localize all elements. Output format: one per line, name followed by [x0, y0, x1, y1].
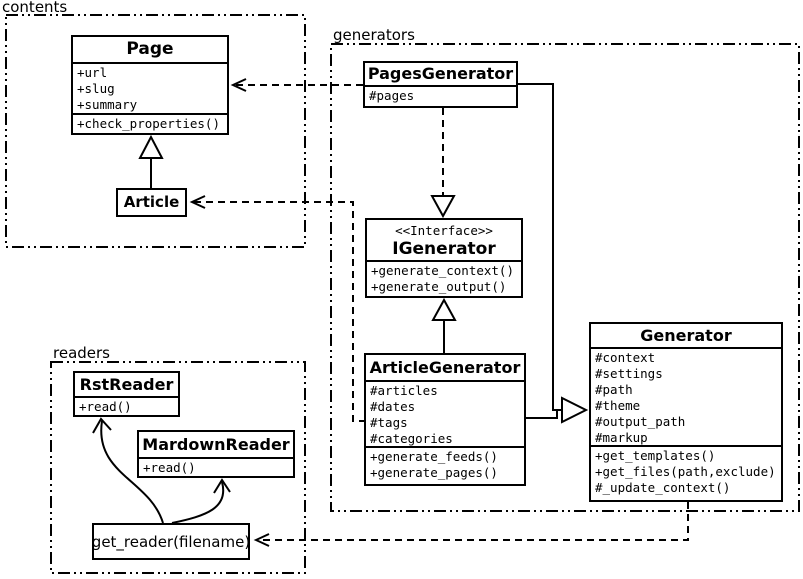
class-rstreader: RstReader +read(): [73, 371, 180, 417]
interface-igenerator-methods: +generate_context() +generate_output(): [367, 262, 521, 296]
interface-igenerator: <<Interface>> IGenerator +generate_conte…: [365, 218, 523, 298]
attribute: +slug: [77, 81, 115, 96]
stereotype-label: <<Interface>>: [395, 223, 493, 238]
class-generator: Generator #context #settings #path #them…: [589, 322, 783, 502]
attribute: #articles: [370, 383, 438, 398]
method: +generate_pages(): [370, 465, 498, 480]
class-pagesgenerator-attributes: #pages: [365, 87, 516, 106]
generalization-articlegenerator-igenerator: [431, 297, 457, 353]
class-mardownreader: MardownReader +read(): [137, 430, 295, 478]
attribute: #theme: [595, 398, 641, 413]
interface-igenerator-title: <<Interface>> IGenerator: [367, 220, 521, 262]
package-border-generators: [330, 43, 800, 512]
class-generator-title: Generator: [591, 324, 781, 349]
class-rstreader-methods: +read(): [75, 398, 178, 417]
dependency-articlegenerator-article: [189, 195, 366, 422]
class-rstreader-title: RstReader: [75, 373, 178, 398]
class-generator-attributes: #context #settings #path #theme #output_…: [591, 349, 781, 447]
attribute: +url: [77, 65, 108, 80]
attribute: #tags: [370, 415, 408, 430]
class-articlegenerator-title: ArticleGenerator: [366, 355, 524, 382]
function-get-reader-label: get_reader(filename): [91, 532, 251, 551]
method: +get_templates(): [595, 448, 716, 463]
class-page: Page +url +slug +summary +check_properti…: [71, 35, 229, 135]
method: +read(): [79, 399, 132, 414]
method: #_update_context(): [595, 480, 731, 495]
method: +get_files(path,exclude): [595, 464, 776, 479]
dependency-pagesgenerator-page: [230, 78, 363, 92]
attribute: #output_path: [595, 414, 686, 429]
arrow-getreader-rstreader: [92, 417, 164, 524]
package-border-contents: [5, 14, 306, 248]
generalization-article-page: [138, 134, 164, 188]
method: +check_properties(): [77, 116, 220, 131]
package-label-readers: readers: [53, 344, 110, 362]
dependency-generator-getreader: [253, 502, 689, 547]
attribute: #path: [595, 382, 633, 397]
class-article-title: Article: [123, 193, 180, 211]
class-article: Article: [116, 188, 187, 217]
realization-pagesgenerator-igenerator: [430, 108, 456, 219]
package-label-generators: generators: [333, 26, 415, 44]
class-pagesgenerator: PagesGenerator #pages: [363, 61, 518, 108]
arrow-getreader-mardownreader: [171, 478, 231, 524]
function-get-reader: get_reader(filename): [92, 523, 250, 560]
class-page-title: Page: [73, 37, 227, 64]
package-border-readers: [50, 361, 306, 574]
attribute: #context: [595, 350, 656, 365]
generalization-generators-generator: [518, 83, 589, 424]
method: +generate_feeds(): [370, 449, 498, 464]
class-mardownreader-methods: +read(): [139, 459, 293, 478]
attribute: +summary: [77, 97, 138, 112]
class-articlegenerator: ArticleGenerator #articles #dates #tags …: [364, 353, 526, 486]
interface-igenerator-name: IGenerator: [392, 239, 496, 259]
package-label-contents: contents: [2, 0, 68, 16]
class-generator-methods: +get_templates() +get_files(path,exclude…: [591, 447, 781, 498]
class-articlegenerator-attributes: #articles #dates #tags #categories: [366, 382, 524, 448]
class-mardownreader-title: MardownReader: [139, 432, 293, 459]
class-pagesgenerator-title: PagesGenerator: [365, 63, 516, 87]
attribute: #categories: [370, 431, 453, 446]
class-articlegenerator-methods: +generate_feeds() +generate_pages(): [366, 448, 524, 482]
attribute: #markup: [595, 430, 648, 445]
class-page-attributes: +url +slug +summary: [73, 64, 227, 115]
method: +read(): [143, 460, 196, 475]
method: +generate_output(): [371, 279, 507, 294]
class-page-methods: +check_properties(): [73, 115, 227, 135]
attribute: #pages: [369, 88, 415, 103]
attribute: #dates: [370, 399, 416, 414]
method: +generate_context(): [371, 263, 514, 278]
attribute: #settings: [595, 366, 663, 381]
